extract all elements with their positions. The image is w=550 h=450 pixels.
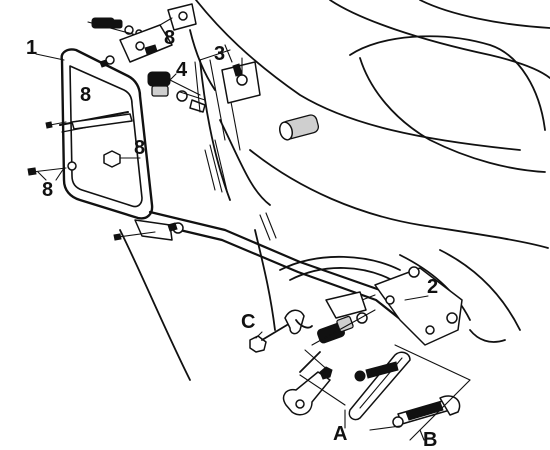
motorcycle-body	[119, 0, 550, 381]
rear-bracket-plate	[361, 266, 463, 346]
guide-lines	[179, 49, 471, 441]
top-fasteners	[87, 3, 197, 68]
part-b-long-bolt	[354, 361, 461, 431]
callout-8-middle: 8	[134, 137, 145, 159]
leader-lines	[35, 53, 429, 339]
part-3-bracket	[221, 44, 261, 104]
part-c-bolt-hook	[249, 309, 313, 353]
callout-4: 4	[176, 59, 188, 81]
callout-2: 2	[427, 276, 438, 298]
callout-b: B	[423, 429, 437, 450]
rubber-mount	[279, 114, 320, 141]
side-fasteners	[27, 113, 184, 241]
part-4-spacer	[147, 71, 206, 113]
callout-8-top: 8	[164, 27, 175, 49]
callout-c: C	[241, 311, 255, 333]
rubber-stud	[311, 291, 376, 346]
callout-8-bottom: 8	[42, 179, 53, 201]
callouts: 1 2 3 4 8 8 8 8 A B C	[26, 27, 438, 450]
callout-1: 1	[26, 37, 37, 59]
callout-8-frame: 8	[80, 84, 91, 106]
part-a-clamp	[282, 349, 411, 421]
callout-a: A	[333, 423, 347, 445]
callout-3: 3	[214, 43, 225, 65]
